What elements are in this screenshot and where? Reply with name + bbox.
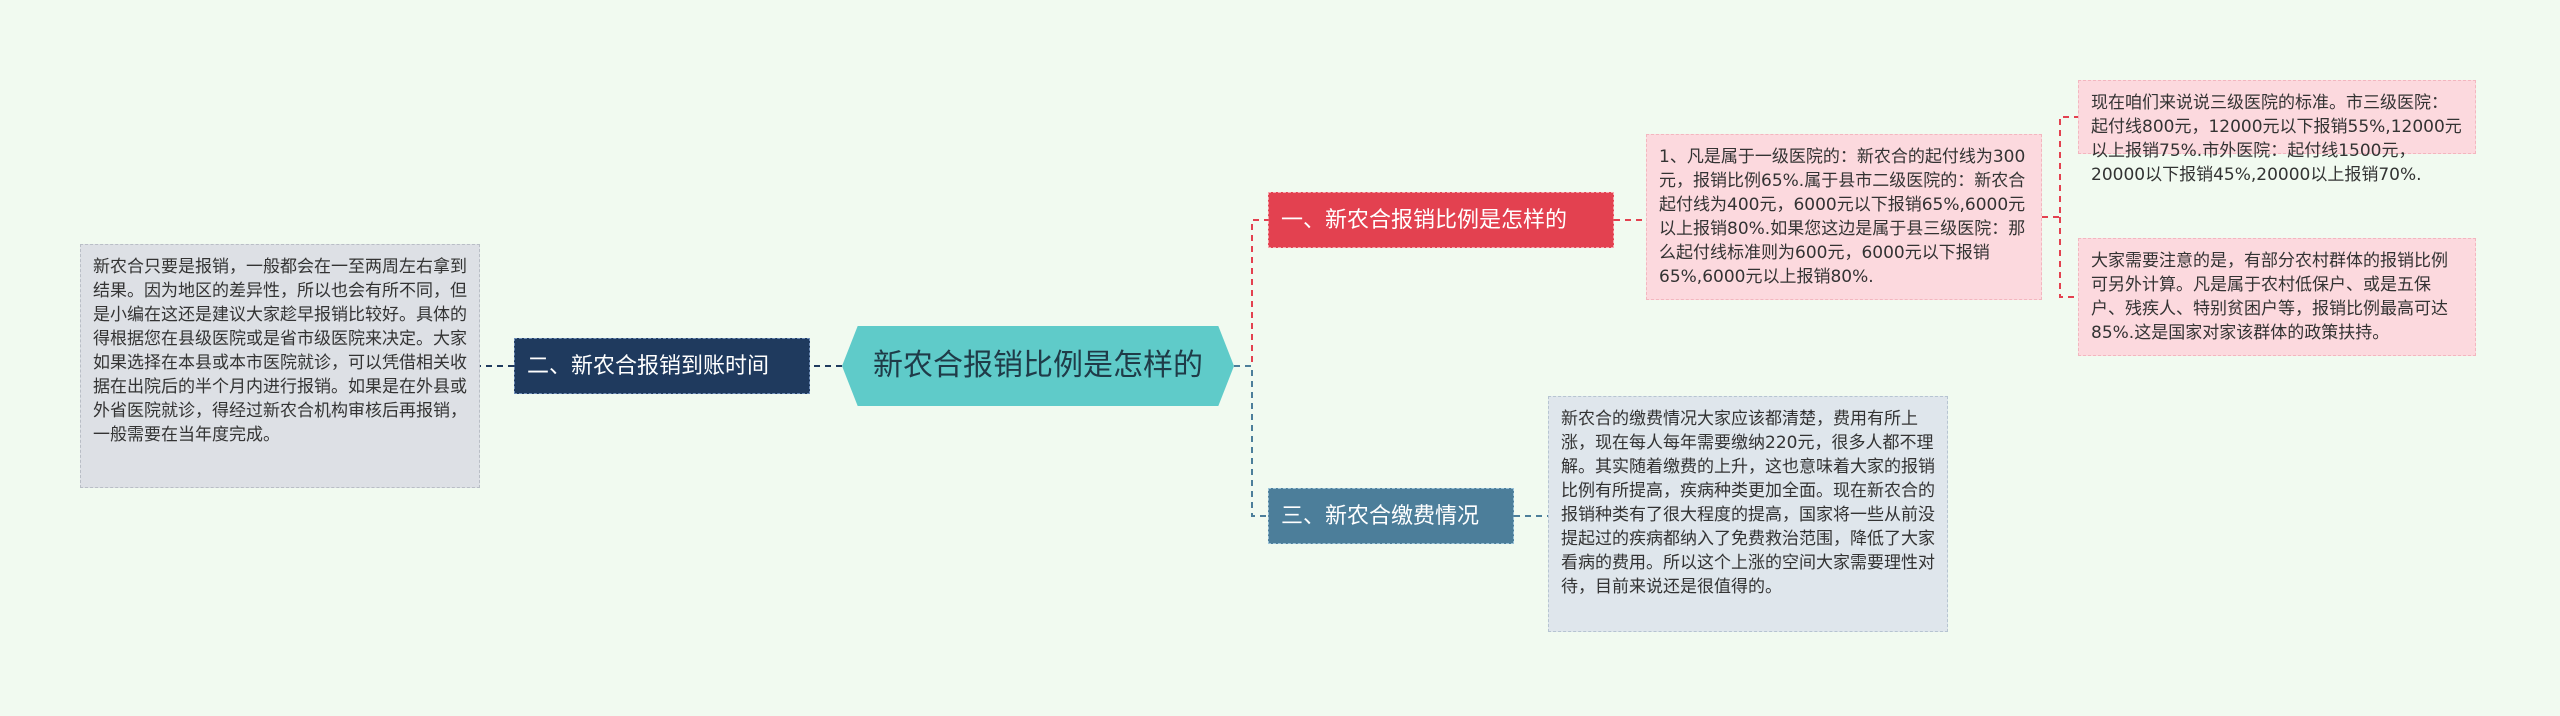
first-sub-detail-note[interactable]: 现在咱们来说说三级医院的标准。市三级医院：起付线800元，12000元以下报销5… bbox=[2078, 80, 2476, 185]
first-detail-note[interactable]: 1、凡是属于一级医院的：新农合的起付线为300元，报销比例65%.属于县市二级医… bbox=[1646, 134, 2042, 300]
second-detail-note[interactable]: 新农合只要是报销，一般都会在一至两周左右拿到结果。因为地区的差异性，所以也会有所… bbox=[80, 244, 480, 488]
central-topic[interactable]: 新农合报销比例是怎样的 bbox=[842, 326, 1234, 406]
branch-third[interactable]: 三、新农合缴费情况 bbox=[1268, 488, 1514, 544]
link-center-to-third bbox=[1234, 365, 1268, 517]
first-sub-detail-note[interactable]: 大家需要注意的是，有部分农村群体的报销比例可另外计算。凡是属于农村低保户、或是五… bbox=[2078, 238, 2476, 356]
link-center-to-first bbox=[1234, 219, 1268, 367]
third-detail-note[interactable]: 新农合的缴费情况大家应该都清楚，费用有所上涨，现在每人每年需要缴纳220元，很多… bbox=[1548, 396, 1948, 632]
branch-second[interactable]: 二、新农合报销到账时间 bbox=[514, 338, 810, 394]
branch-first[interactable]: 一、新农合报销比例是怎样的 bbox=[1268, 192, 1614, 248]
link-detail-to-sub bbox=[2042, 116, 2078, 298]
